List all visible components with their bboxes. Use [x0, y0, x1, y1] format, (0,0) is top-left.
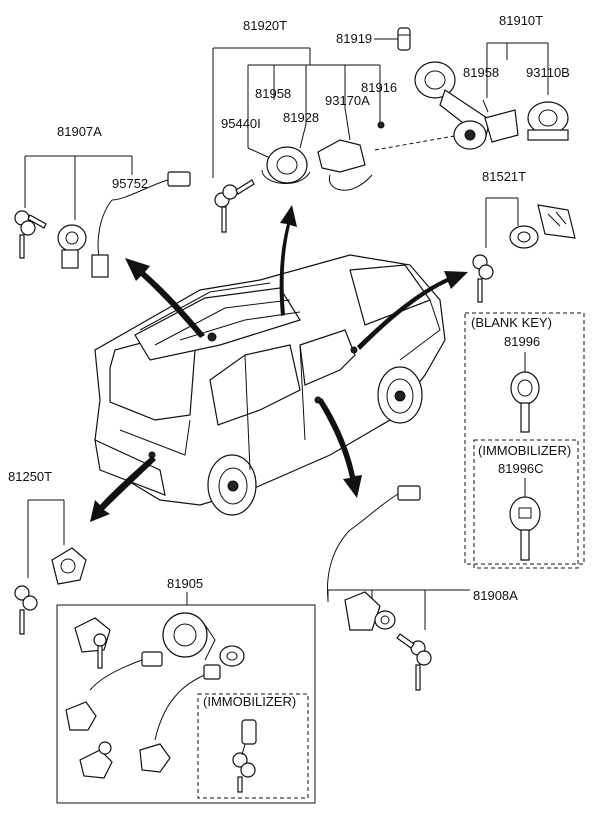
label-81920T: 81920T [243, 18, 287, 33]
label-95440I: 95440I [221, 116, 261, 131]
keys-81920T [214, 179, 255, 233]
immobilizer-key-box [473, 439, 579, 569]
leader-lines [24, 38, 549, 630]
label-81250T: 81250T [8, 469, 52, 484]
immobilizer-kit-box [197, 693, 309, 799]
part-immobilizer-keys-bottom [232, 719, 257, 793]
label-81905: 81905 [167, 576, 203, 591]
kit-81905-box [56, 604, 316, 804]
part-81919 [397, 27, 411, 51]
part-81996C-key [509, 496, 541, 561]
label-81919: 81919 [336, 31, 372, 46]
label-93170A: 93170A [325, 93, 370, 108]
label-81910T: 81910T [499, 13, 543, 28]
label-81958-b: 81958 [463, 65, 499, 80]
label-95752: 95752 [112, 176, 148, 191]
label-81521T: 81521T [482, 169, 526, 184]
label-81908A: 81908A [473, 588, 518, 603]
blank-key-box [464, 312, 585, 565]
part-81521T [472, 204, 576, 303]
part-81908A [326, 485, 432, 691]
indicator-arrows [90, 205, 468, 522]
label-immobilizer-bottom: (IMMOBILIZER) [203, 694, 296, 709]
part-81250T [14, 547, 87, 635]
label-81958-a: 81958 [255, 86, 291, 101]
part-81905-kit [65, 612, 245, 779]
label-81996C: 81996C [498, 461, 544, 476]
part-ignition-assembly [414, 61, 519, 150]
label-blank-key: (BLANK KEY) [471, 315, 552, 330]
label-immobilizer-right: (IMMOBILIZER) [478, 443, 571, 458]
label-81928: 81928 [283, 110, 319, 125]
label-81916: 81916 [361, 80, 397, 95]
part-93110B [527, 101, 569, 141]
label-81996: 81996 [504, 334, 540, 349]
label-81907A: 81907A [57, 124, 102, 139]
vehicle-illustration [94, 254, 446, 516]
part-81920T-cylinder [261, 121, 385, 191]
part-81907A [14, 171, 191, 278]
part-81996-key [510, 371, 540, 433]
